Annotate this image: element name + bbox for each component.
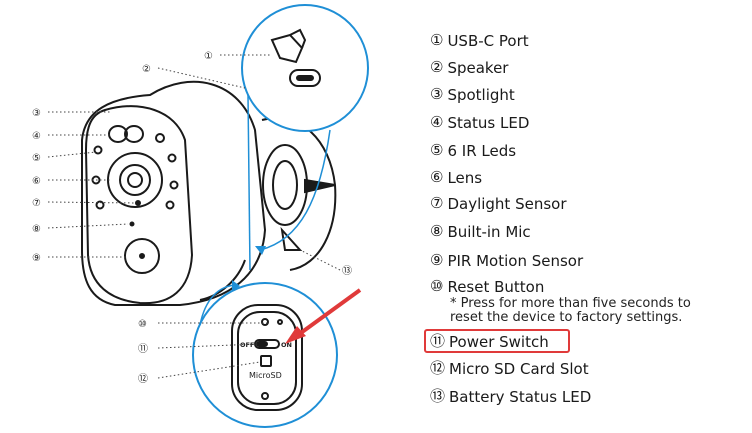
callout-4: ④	[32, 131, 41, 142]
legend-label: Lens	[447, 169, 483, 187]
callout-7: ⑦	[32, 198, 41, 209]
callout-5: ⑤	[32, 153, 41, 164]
legend-label: Micro SD Card Slot	[449, 360, 589, 378]
legend-num: ⑨	[430, 251, 444, 269]
legend-num: ④	[430, 113, 444, 131]
power-switch-arrow	[285, 288, 362, 344]
legend-num: ③	[430, 85, 444, 103]
legend-num: ⑤	[430, 141, 444, 159]
legend-label: PIR Motion Sensor	[447, 252, 584, 270]
camera-body	[81, 80, 267, 306]
microsd-label: MicroSD	[249, 371, 282, 380]
legend-label: Spotlight	[447, 86, 515, 104]
legend-label: Reset Button	[447, 278, 545, 296]
legend-num: ⑧	[430, 222, 444, 240]
callout-9: ⑨	[32, 253, 41, 264]
leader-lines	[47, 54, 341, 379]
legend-label: Power Switch	[449, 333, 549, 351]
legend-num: ⑩	[430, 277, 444, 295]
legend-label: Status LED	[447, 114, 530, 132]
callout-1: ①	[204, 51, 213, 62]
callout-13: ⑬	[342, 265, 352, 277]
legend-num: ⑦	[430, 194, 444, 212]
legend-num: ②	[430, 58, 444, 76]
legend-num: ⑫	[430, 359, 446, 377]
legend-label: Daylight Sensor	[447, 195, 567, 213]
reset-note-line-2: reset the device to factory settings.	[450, 310, 683, 325]
legend-num: ⑬	[430, 387, 446, 405]
reset-note-line-1: * Press for more than five seconds to	[450, 296, 691, 311]
callout-3: ③	[32, 108, 41, 119]
bottom-zoom: OFF ON MicroSD	[192, 280, 338, 428]
usb-zoom	[241, 4, 369, 271]
callout-numbers: ① ② ③ ④ ⑤ ⑥ ⑦ ⑧ ⑨ ⑩ ⑪ ⑫ ⑬	[32, 51, 352, 385]
switch-on-label: ON	[281, 341, 292, 349]
legend-num: ⑪	[430, 332, 446, 350]
legend-label: Battery Status LED	[449, 388, 592, 406]
legend-label: Speaker	[447, 59, 509, 77]
callout-10: ⑩	[138, 319, 147, 330]
power-switch-highlight	[424, 329, 570, 353]
callout-11: ⑪	[138, 343, 148, 355]
callout-12: ⑫	[138, 373, 148, 385]
callout-6: ⑥	[32, 176, 41, 187]
camera-mount	[261, 117, 337, 271]
legend-label: Built-in Mic	[447, 223, 531, 241]
legend-label: 6 IR Leds	[447, 142, 517, 160]
legend-num: ①	[430, 31, 444, 49]
callout-8: ⑧	[32, 224, 41, 235]
legend-num: ⑥	[430, 168, 444, 186]
legend-label: USB-C Port	[447, 32, 529, 50]
callout-2: ②	[142, 64, 151, 75]
switch-off-label: OFF	[240, 341, 254, 349]
